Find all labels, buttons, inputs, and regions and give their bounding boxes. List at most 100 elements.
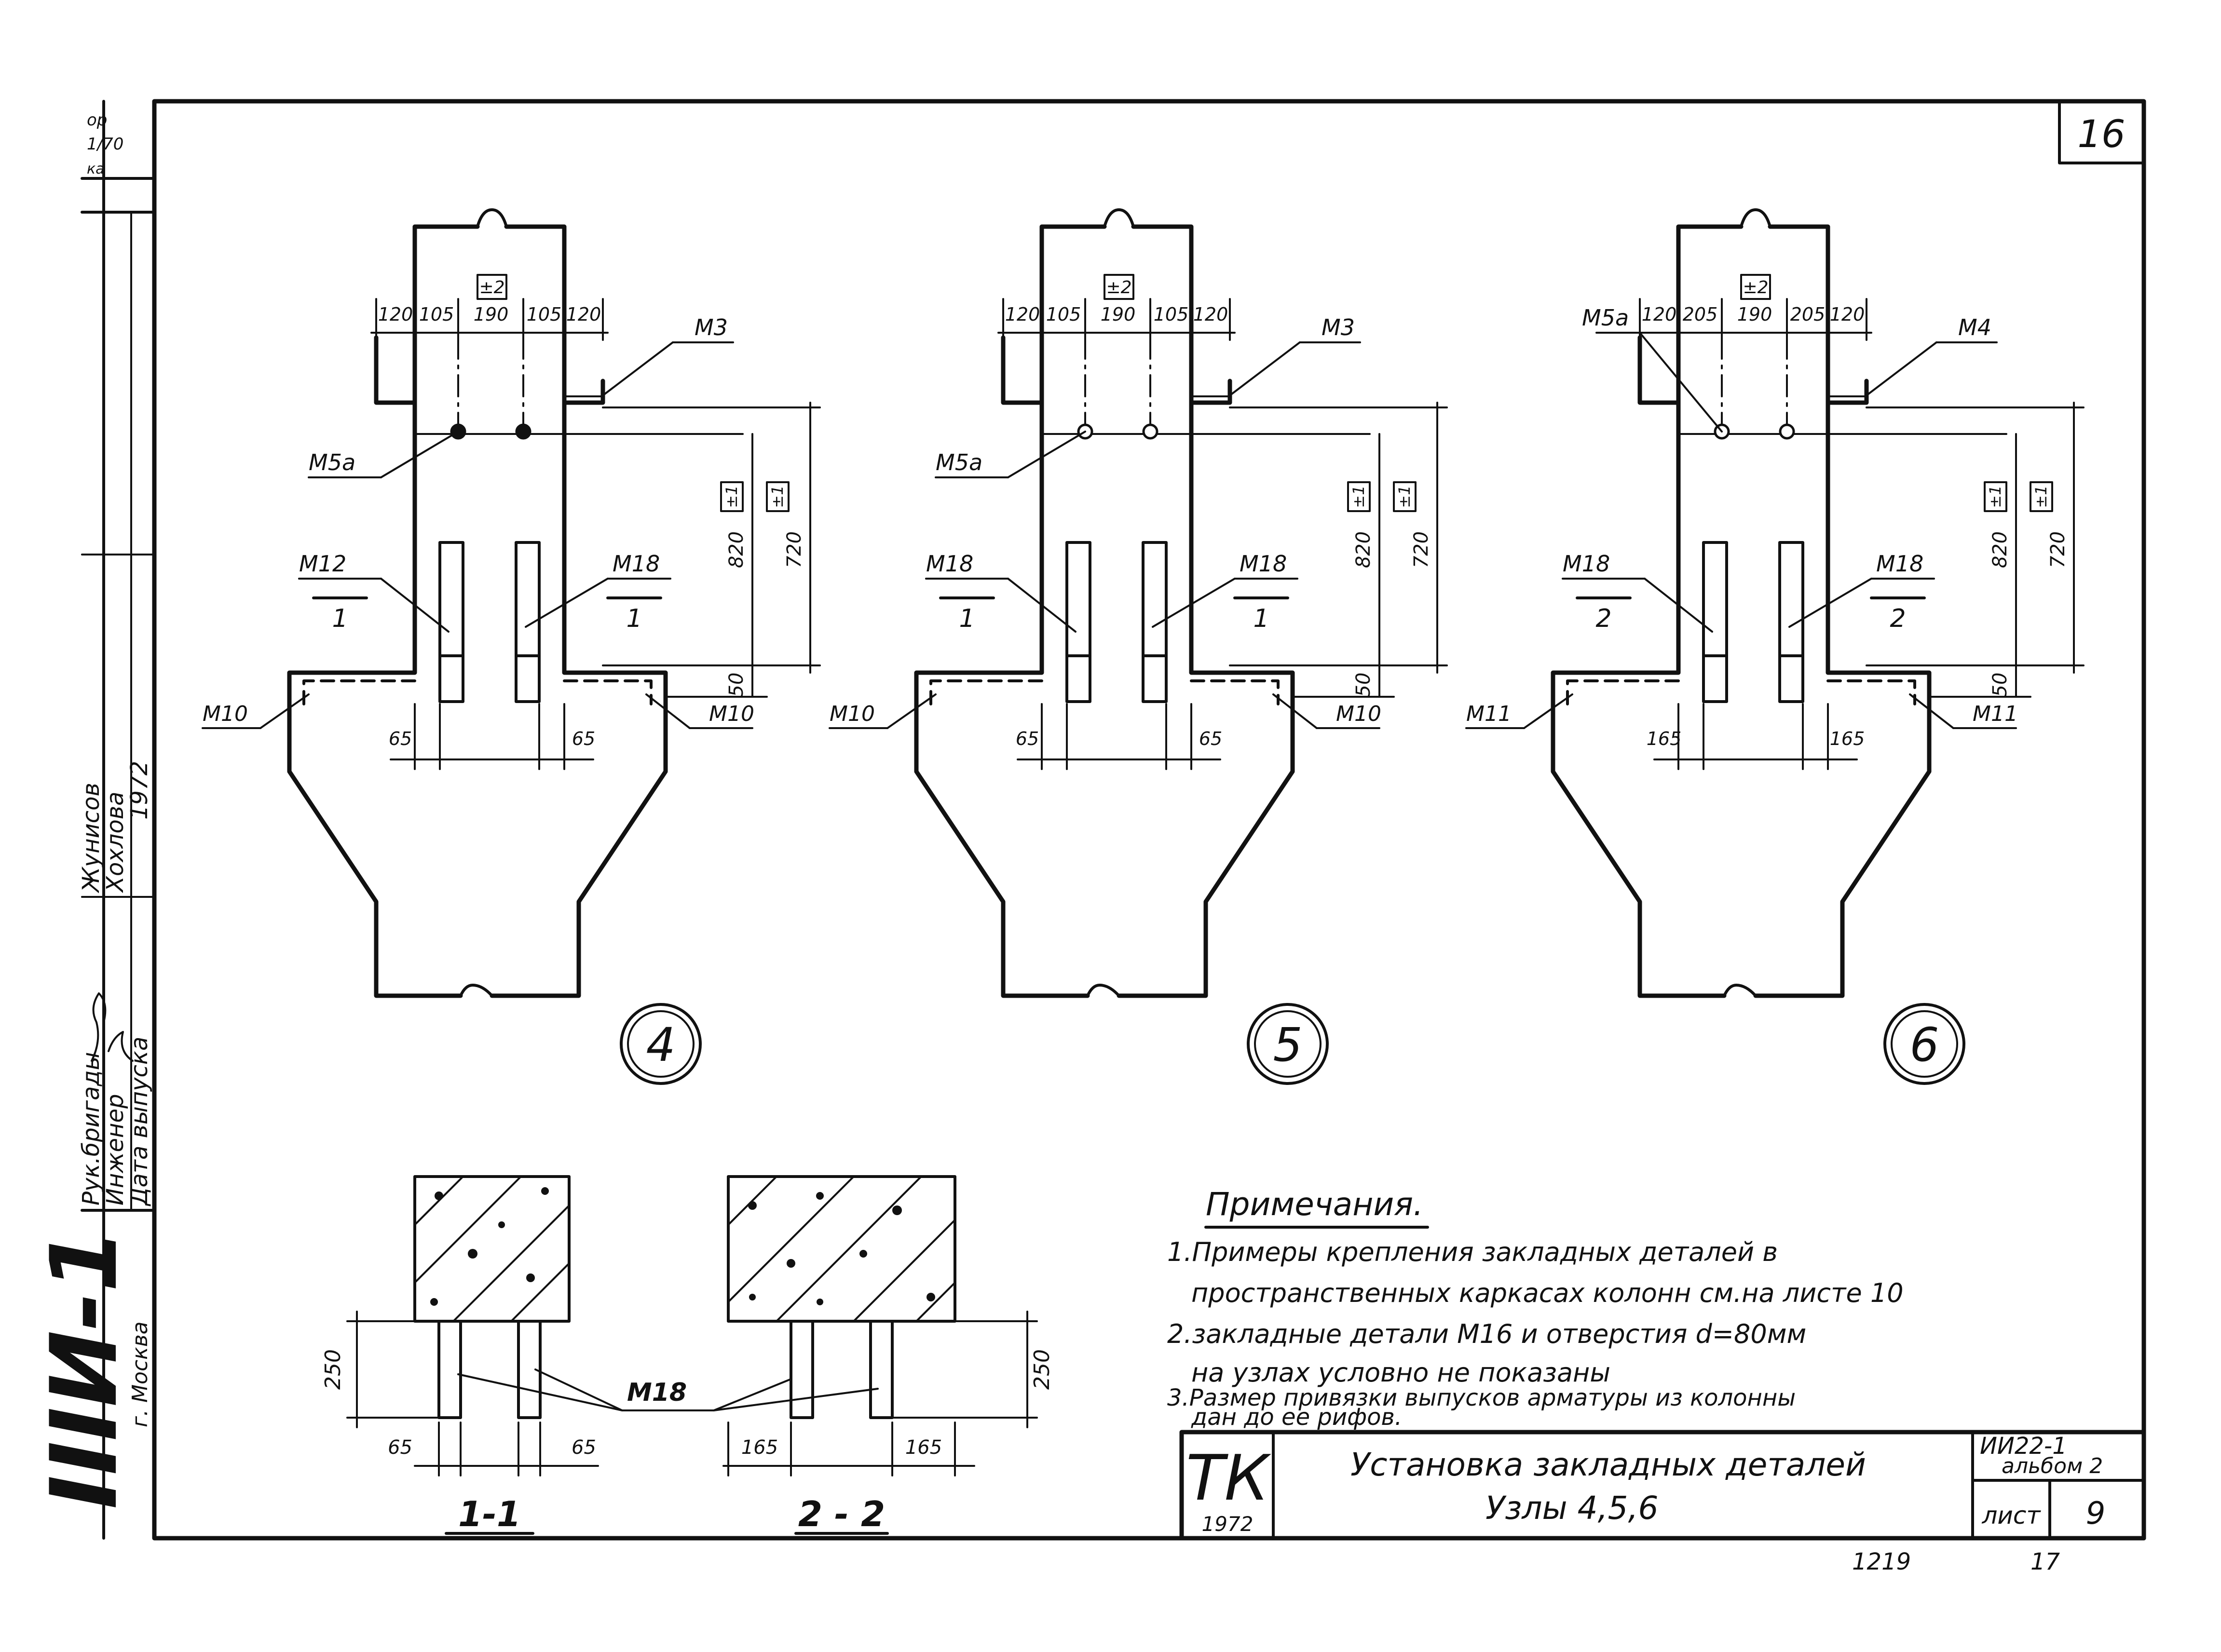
tolerance-top-box — [477, 274, 507, 300]
notes-line-6: дан до ее рифов. — [1191, 1404, 1402, 1431]
outlet-bar-right — [1778, 541, 1804, 703]
dim-top-value: 120 — [1005, 304, 1040, 325]
tolerance-v1-box — [1984, 481, 2007, 512]
node-label-inner-circle — [1891, 1010, 1958, 1078]
leader-anchor — [1007, 431, 1086, 478]
corner-fragment-2: 1/70 — [87, 135, 123, 154]
name-engineer: Хохлова — [102, 792, 129, 894]
mark-base-right: М11 — [1973, 702, 2018, 726]
node-label-inner-circle — [1254, 1010, 1322, 1078]
role-engineer: Инженер — [102, 1094, 129, 1205]
title-block-title-line-1: Установка закладных деталей — [1350, 1446, 1866, 1483]
leader-base-right — [1272, 693, 1318, 729]
notes: Примечания. 1.Примеры крепления закладны… — [1167, 1186, 1904, 1431]
section-2-2-bar-left — [790, 1320, 814, 1419]
title-block-sheet-label: лист — [1981, 1502, 2041, 1530]
leader-base-left — [259, 693, 310, 729]
column-outline — [287, 224, 668, 998]
section-1-1-hatch — [414, 1176, 570, 1322]
tolerance-top: ±2 — [1106, 278, 1131, 298]
mark-mid-right: М18 — [1240, 551, 1287, 577]
dim-v3-value: 50 — [1989, 673, 2011, 697]
dim-top-value: 105 — [419, 304, 454, 325]
outlet-bar-right — [515, 541, 541, 703]
outlet-bar-left — [1702, 541, 1728, 703]
node-label-outer-circle — [620, 1003, 702, 1085]
corner-fragment-1: ор — [87, 110, 107, 130]
role-team-lead: Рук.бригады — [78, 1052, 105, 1205]
tolerance-v2-box — [2030, 481, 2053, 512]
tolerance-v2-box — [1393, 481, 1417, 512]
node-label: 5 — [1273, 1018, 1302, 1072]
base-plate-left — [1566, 679, 1680, 705]
notes-line-5: 3.Размер привязки выпусков арматуры из к… — [1167, 1384, 1796, 1411]
notes-line-1: 1.Примеры крепления закладных деталей в — [1167, 1237, 1778, 1267]
leader-base-left — [1523, 693, 1573, 729]
mark-mid-left: М18 — [926, 551, 973, 577]
leader-top-left — [1639, 332, 1723, 433]
node-label: 4 — [646, 1018, 675, 1072]
mark-mid-right: М18 — [1876, 551, 1923, 577]
dim-bottom-right: 65 — [572, 728, 595, 749]
corner-fragment-3: ка — [87, 161, 105, 177]
anchor-dot-right — [515, 423, 531, 440]
column-break-bottom — [1086, 984, 1120, 997]
section-1-1-title: 1-1 — [458, 1494, 521, 1534]
plate-top-right — [562, 379, 605, 405]
leader-base-left — [886, 693, 937, 729]
tolerance-v2: ±1 — [768, 485, 787, 508]
title-block-album: альбом 2 — [2002, 1454, 2103, 1478]
mark-anchor: М5а — [309, 449, 355, 475]
section-marker-right: 2 — [1890, 604, 1906, 633]
tolerance-v1-box — [1347, 481, 1371, 512]
dim-top-value: 120 — [378, 304, 413, 325]
dim-bottom-left: 65 — [1016, 728, 1039, 749]
column-break-bottom — [1723, 984, 1757, 997]
tolerance-v2: ±1 — [2032, 485, 2050, 508]
section-1-1-dim-right: 65 — [572, 1436, 596, 1459]
section-2-2-body — [727, 1175, 956, 1323]
section-1-1-aggregate — [430, 1187, 549, 1306]
dim-bottom-right: 65 — [1199, 728, 1222, 749]
anchor-dot-right — [1142, 423, 1158, 440]
leader-mid-right — [525, 578, 609, 628]
section-1-1-body — [413, 1175, 571, 1323]
section-1-1: 250 65 65 1-1 М18 — [321, 1175, 879, 1535]
notes-title: Примечания. — [1206, 1186, 1423, 1223]
section-1-1-bar-left — [437, 1320, 462, 1419]
outlet-bar-left — [438, 541, 464, 703]
dim-top-value: 105 — [1046, 304, 1081, 325]
base-plate-right — [1826, 679, 1916, 705]
dim-top-value: 205 — [1790, 304, 1826, 325]
year-release: 1972 — [126, 761, 153, 820]
tolerance-v2-box — [766, 481, 790, 512]
section-2-2: 250 165 165 2 - 2 — [722, 1175, 1054, 1535]
tolerance-top: ±2 — [479, 278, 504, 298]
mark-base-left: М11 — [1466, 702, 1512, 726]
mark-mid-left: М18 — [1563, 551, 1610, 577]
section-marker-right: 1 — [626, 604, 642, 633]
leader-base-right — [645, 693, 691, 729]
section-marker-left: 2 — [1595, 604, 1611, 633]
section-2-2-dim-left: 165 — [741, 1436, 778, 1459]
footer-page: 17 — [2030, 1548, 2060, 1575]
mark-top-right: М3 — [695, 314, 728, 340]
dim-v1-value: 820 — [1352, 531, 1375, 568]
outlet-bar-left — [1065, 541, 1091, 703]
mark-base-right: М10 — [1336, 702, 1381, 726]
plate-top-right — [1189, 379, 1232, 405]
section-1-1-dim-height: 250 — [321, 1349, 345, 1390]
dim-top-value: 120 — [1830, 304, 1865, 325]
role-release-date: Дата выпуска — [126, 1037, 153, 1206]
plate-top-left — [1001, 335, 1044, 405]
notes-line-4: на узлах условно не показаны — [1191, 1357, 1610, 1388]
title-block-title-line-2: Узлы 4,5,6 — [1485, 1490, 1659, 1527]
base-plate-right — [563, 679, 653, 705]
mark-top-right: М4 — [1958, 314, 1991, 340]
node-label-outer-circle — [1883, 1003, 1965, 1085]
notes-line-2: пространственных каркасах колонн см.на л… — [1191, 1278, 1904, 1308]
node-label-outer-circle — [1247, 1003, 1329, 1085]
mark-mid-left: М12 — [299, 551, 346, 577]
